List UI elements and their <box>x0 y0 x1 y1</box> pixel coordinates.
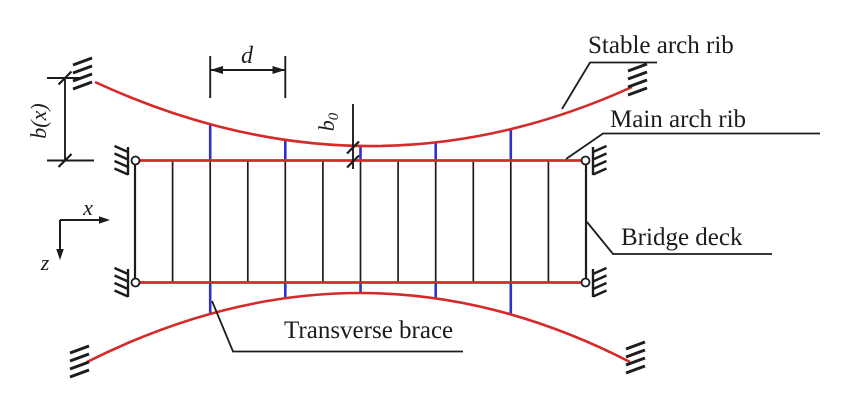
b0-base: b <box>314 120 339 131</box>
b0-subscript: 0 <box>326 112 342 120</box>
pin-support-icon <box>580 277 591 288</box>
fixed-support-hatch-icon <box>591 144 607 176</box>
x-axis-label: x <box>82 195 93 220</box>
fixed-support-hatch-icon <box>627 62 648 97</box>
fixed-support-hatch-icon <box>72 56 93 91</box>
fixed-support-hatch-icon <box>591 266 607 298</box>
dimension-slash-tick <box>57 70 73 86</box>
dimension-slash-tick <box>57 153 73 168</box>
dimension-slash-tick <box>346 140 360 155</box>
stable-arch-rib-leader <box>561 61 657 110</box>
arrowhead-left-icon <box>210 66 223 74</box>
stable-arch-ribs <box>86 80 633 364</box>
bridge-deck-crossbeams <box>171 160 550 283</box>
callout-leaders <box>211 61 820 353</box>
deck-support-hatches <box>114 144 607 298</box>
bridge-deck-leader <box>586 221 772 255</box>
pin-support-icon <box>130 277 141 288</box>
dimension-bx <box>47 70 94 168</box>
dimension-b0 <box>346 104 360 169</box>
stable-arch-rib-label: Stable arch rib <box>588 32 734 59</box>
fixed-support-hatch-icon <box>625 340 646 375</box>
pin-support-icon <box>580 155 591 166</box>
dimension-d-label: d <box>241 43 254 69</box>
transverse-brace-leader <box>211 300 463 353</box>
pin-supports <box>130 155 591 288</box>
fixed-support-hatch-icon <box>69 344 90 379</box>
main-arch-ribs <box>135 159 586 284</box>
transverse-braces <box>208 124 513 314</box>
stable-arch-rib-bottom-curve <box>86 291 631 364</box>
main-arch-rib-leader <box>565 132 820 160</box>
main-arch-rib-label: Main arch rib <box>610 106 746 133</box>
stable-arch-rib-top-curve <box>94 80 633 148</box>
transverse-brace-label: Transverse brace <box>284 317 453 344</box>
fixed-support-hatch-icon <box>114 266 130 298</box>
bridge-deck-end-posts <box>133 160 588 283</box>
z-axis-label: z <box>40 250 50 275</box>
coordinate-axes <box>56 216 110 260</box>
arch-end-hatches <box>69 56 648 379</box>
z-axis-arrowhead-icon <box>56 249 64 260</box>
fixed-support-hatch-icon <box>114 144 130 176</box>
pin-support-icon <box>130 155 141 166</box>
dimension-d <box>209 56 287 98</box>
dimension-slash-tick <box>346 154 360 169</box>
dimension-b0-label: b0 <box>314 112 342 131</box>
bridge-deck-label: Bridge deck <box>621 224 743 251</box>
arrowhead-right-icon <box>272 66 286 74</box>
dimension-bx-label: b(x) <box>26 103 51 138</box>
x-axis-arrowhead-icon <box>99 216 110 224</box>
